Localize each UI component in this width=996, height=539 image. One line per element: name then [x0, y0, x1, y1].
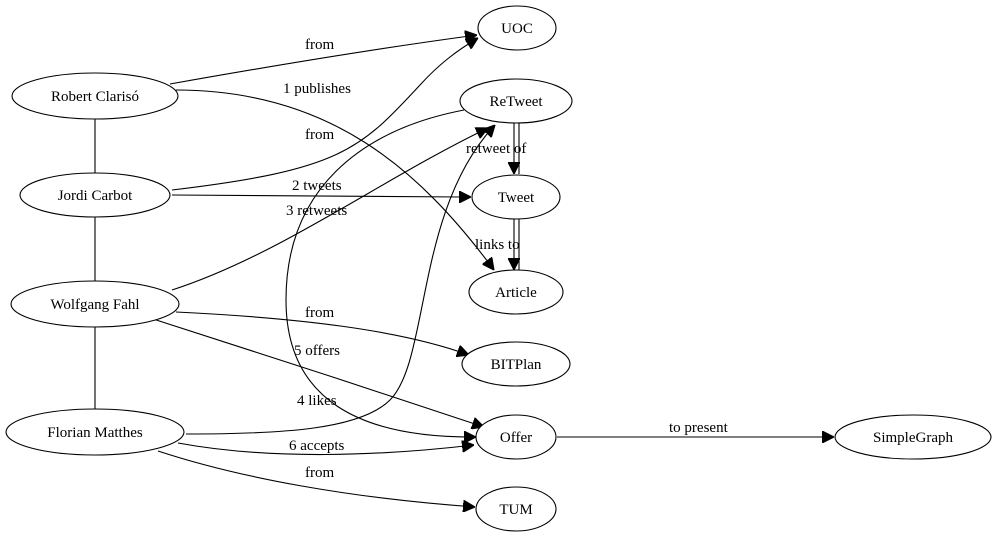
- label-wolfgang-bitplan: from: [305, 305, 334, 321]
- edge-retweet-offer-loop: [285, 109, 476, 437]
- node-simplegraph-label: SimpleGraph: [873, 430, 953, 446]
- label-tweet-article: links to: [475, 237, 520, 253]
- label-offer-simplegraph: to present: [669, 420, 729, 436]
- node-uoc[interactable]: UOC: [477, 5, 557, 51]
- edge-florian-retweet: [185, 125, 495, 435]
- label-jordi-tweet: 2 tweets: [292, 178, 342, 194]
- node-article-label: Article: [495, 285, 537, 301]
- node-tum-label: TUM: [499, 502, 532, 518]
- node-florian-matthes-label: Florian Matthes: [47, 425, 143, 441]
- edge-florian-offer: [177, 443, 474, 456]
- edge-florian-tum: [157, 450, 475, 507]
- label-wolfgang-retweet: 3 retweets: [286, 203, 347, 219]
- node-bitplan-label: BITPlan: [491, 357, 542, 373]
- node-wolfgang-fahl-label: Wolfgang Fahl: [50, 297, 139, 313]
- label-florian-offer: 6 accepts: [289, 438, 345, 454]
- label-robert-uoc: from: [305, 37, 334, 53]
- node-simplegraph[interactable]: SimpleGraph: [834, 414, 992, 460]
- label-jordi-uoc: from: [305, 127, 334, 143]
- label-retweet-tweet: retweet of: [466, 141, 526, 157]
- node-jordi-carbot[interactable]: Jordi Carbot: [19, 172, 171, 218]
- node-robert-clariso-label: Robert Clarisó: [51, 89, 139, 105]
- node-jordi-carbot-label: Jordi Carbot: [58, 188, 133, 204]
- node-article[interactable]: Article: [468, 269, 564, 315]
- edge-robert-article: [175, 89, 494, 270]
- edge-wolfgang-offer: [149, 317, 484, 427]
- label-wolfgang-offer: 5 offers: [294, 343, 340, 359]
- node-florian-matthes[interactable]: Florian Matthes: [5, 408, 185, 456]
- edge-wolfgang-retweet: [171, 128, 488, 291]
- label-robert-article: 1 publishes: [283, 81, 351, 97]
- node-tweet-label: Tweet: [498, 190, 535, 206]
- node-retweet-label: ReTweet: [489, 94, 543, 110]
- edge-wolfgang-bitplan: [175, 311, 469, 355]
- node-wolfgang-fahl[interactable]: Wolfgang Fahl: [10, 280, 180, 328]
- edge-labels: from 1 publishes from 2 tweets 3 retweet…: [283, 37, 729, 481]
- node-bitplan[interactable]: BITPlan: [461, 341, 571, 387]
- node-robert-clariso[interactable]: Robert Clarisó: [11, 72, 179, 120]
- edge-jordi-tweet: [171, 195, 471, 197]
- node-uoc-label: UOC: [501, 21, 533, 37]
- edge-robert-uoc: [169, 35, 477, 85]
- edge-jordi-uoc: [171, 38, 478, 191]
- node-tweet[interactable]: Tweet: [471, 174, 561, 220]
- label-florian-retweet: 4 likes: [297, 393, 337, 409]
- label-florian-tum: from: [305, 465, 334, 481]
- node-offer-label: Offer: [500, 430, 532, 446]
- node-offer[interactable]: Offer: [475, 414, 557, 460]
- node-retweet[interactable]: ReTweet: [459, 78, 573, 124]
- directed-edges: [149, 35, 834, 507]
- node-tum[interactable]: TUM: [475, 486, 557, 532]
